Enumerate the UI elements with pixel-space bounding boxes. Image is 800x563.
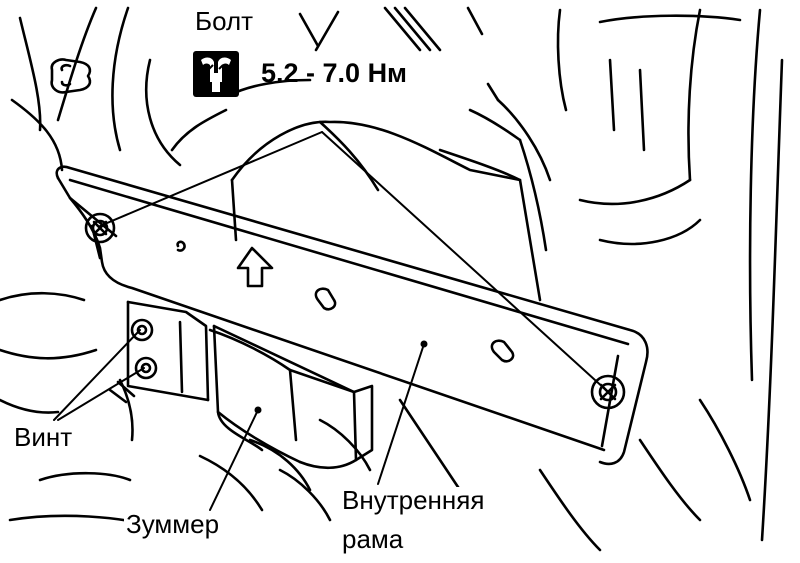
screw-top [130,318,154,342]
buzzer-housing [126,300,374,470]
leader-dot-inner-frame [420,340,428,348]
bolt-right [590,374,626,410]
buzzer-label: Зуммер [124,509,222,539]
bolt-left [84,212,116,244]
leader-bolt-right [321,131,607,391]
inner-frame-bracket [55,165,649,466]
screw-label: Винт [12,422,75,452]
inner-frame-label-line1: Внутренняя [340,485,487,515]
leader-bolt-left [99,131,323,227]
leader-screw-top [53,329,141,421]
screw-bottom [134,356,158,380]
leader-buzzer [209,409,259,511]
bolt-label: Болт [193,6,256,36]
leader-dot-buzzer [254,406,262,414]
inner-frame-label-line2: рама [340,524,406,554]
background-parts [0,6,784,552]
torque-wrench-icon [193,51,239,97]
leader-screw-bottom [57,367,145,421]
leader-inner-frame [377,343,425,485]
torque-value-label: 5.2 - 7.0 Нм [261,58,408,88]
